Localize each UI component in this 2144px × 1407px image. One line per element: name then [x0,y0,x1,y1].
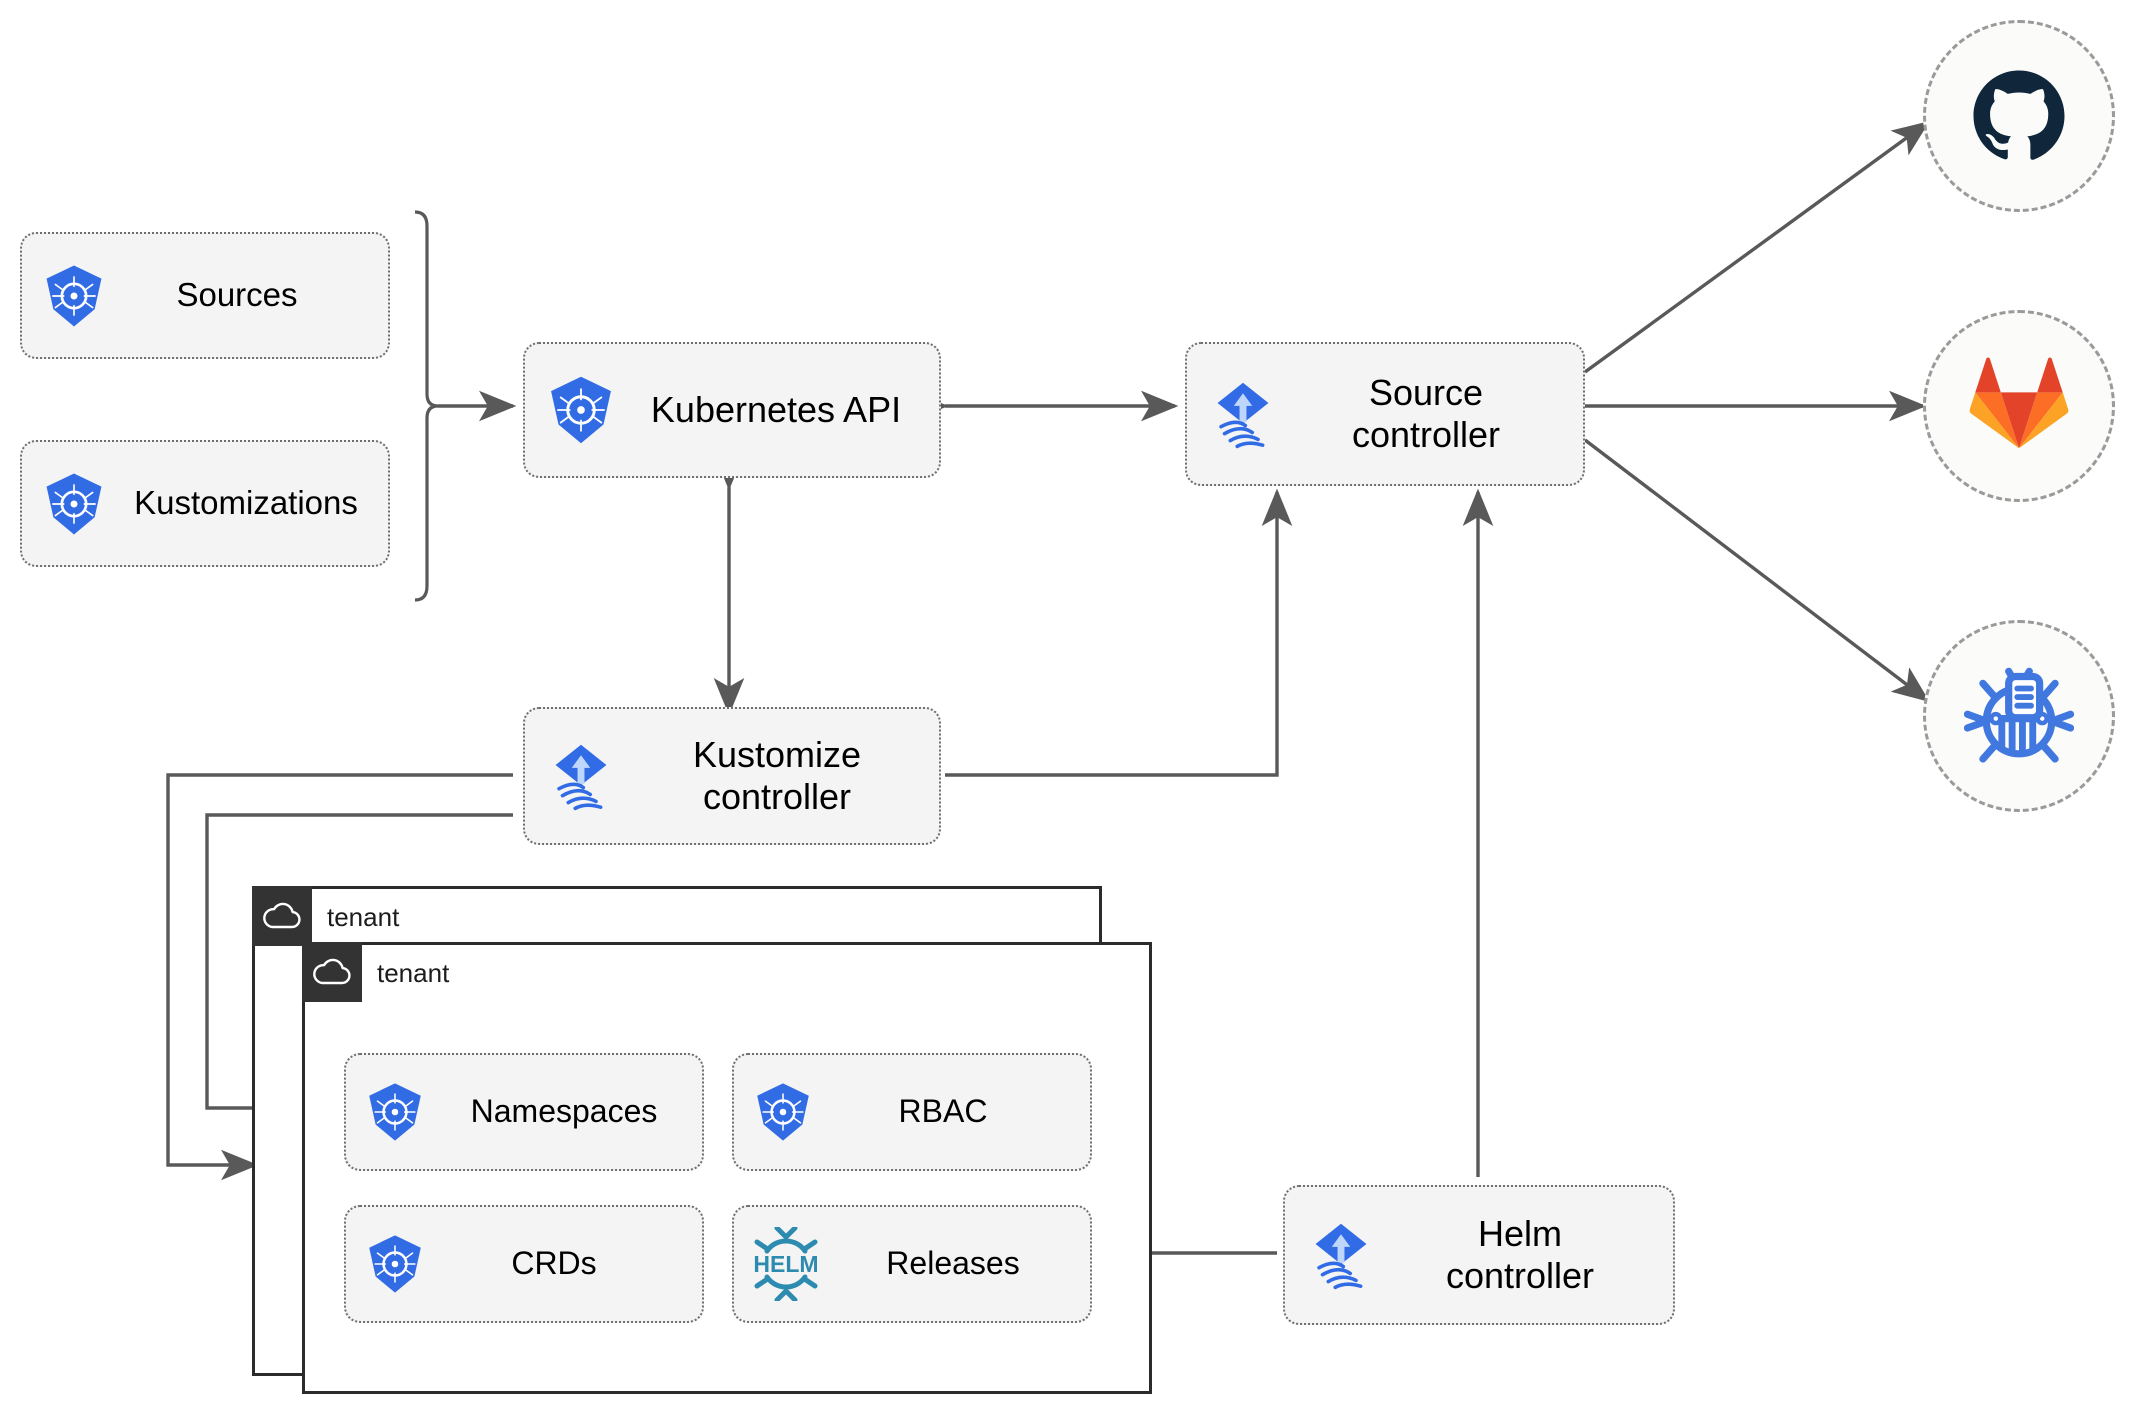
card-label: Source controller [1351,371,1501,455]
tenant-box-inner[interactable]: tenant Namespaces [302,942,1152,1394]
card-label: Kustomizations [134,484,358,522]
provider-bucket[interactable] [1923,620,2115,812]
wire-source-github [1583,120,1930,374]
card-helm-controller[interactable]: Helm controller [1283,1185,1675,1325]
kubernetes-icon [346,1233,444,1295]
kubernetes-icon [734,1081,832,1143]
group-bracket [414,210,439,602]
helm-icon: HELM [734,1227,838,1301]
card-rbac[interactable]: RBAC [732,1053,1092,1171]
card-releases[interactable]: HELM Releases [732,1205,1092,1323]
card-label: Namespaces [470,1093,658,1130]
kubernetes-icon [22,471,126,537]
card-label: CRDs [511,1245,597,1282]
provider-github[interactable] [1923,20,2115,212]
kubernetes-icon [346,1081,444,1143]
tenant-label: tenant [327,902,400,932]
github-icon [1973,70,2065,160]
card-kustomize-controller[interactable]: Kustomize controller [523,707,941,845]
cloud-icon [252,886,312,946]
cloud-icon [302,942,362,1002]
kubernetes-icon [22,263,126,329]
card-kubernetes-api[interactable]: Kubernetes API [523,342,941,478]
tenant-label: tenant [377,958,450,988]
flux-icon [1187,377,1299,451]
card-namespaces[interactable]: Namespaces [344,1053,704,1171]
card-kustomizations[interactable]: Kustomizations [20,440,390,567]
provider-gitlab[interactable] [1923,310,2115,502]
wire-kustomize-source [945,488,1293,777]
helm-wordmark: HELM [753,1251,818,1277]
card-source-controller[interactable]: Source controller [1185,342,1585,486]
wire-source-bucket [1583,438,1930,703]
card-crds[interactable]: CRDs [344,1205,704,1323]
card-label: Kustomize controller [692,733,862,817]
flux-icon [525,739,637,813]
card-label: Releases [886,1245,1020,1282]
card-label: RBAC [898,1093,988,1130]
kubernetes-icon [525,374,637,446]
card-sources[interactable]: Sources [20,232,390,359]
card-label: Sources [176,276,298,314]
card-label: Helm controller [1445,1212,1595,1296]
card-label: Kubernetes API [650,388,902,430]
bucket-helm-repo-icon [1964,667,2074,763]
gitlab-icon [1969,357,2069,449]
flux-icon [1285,1218,1397,1292]
